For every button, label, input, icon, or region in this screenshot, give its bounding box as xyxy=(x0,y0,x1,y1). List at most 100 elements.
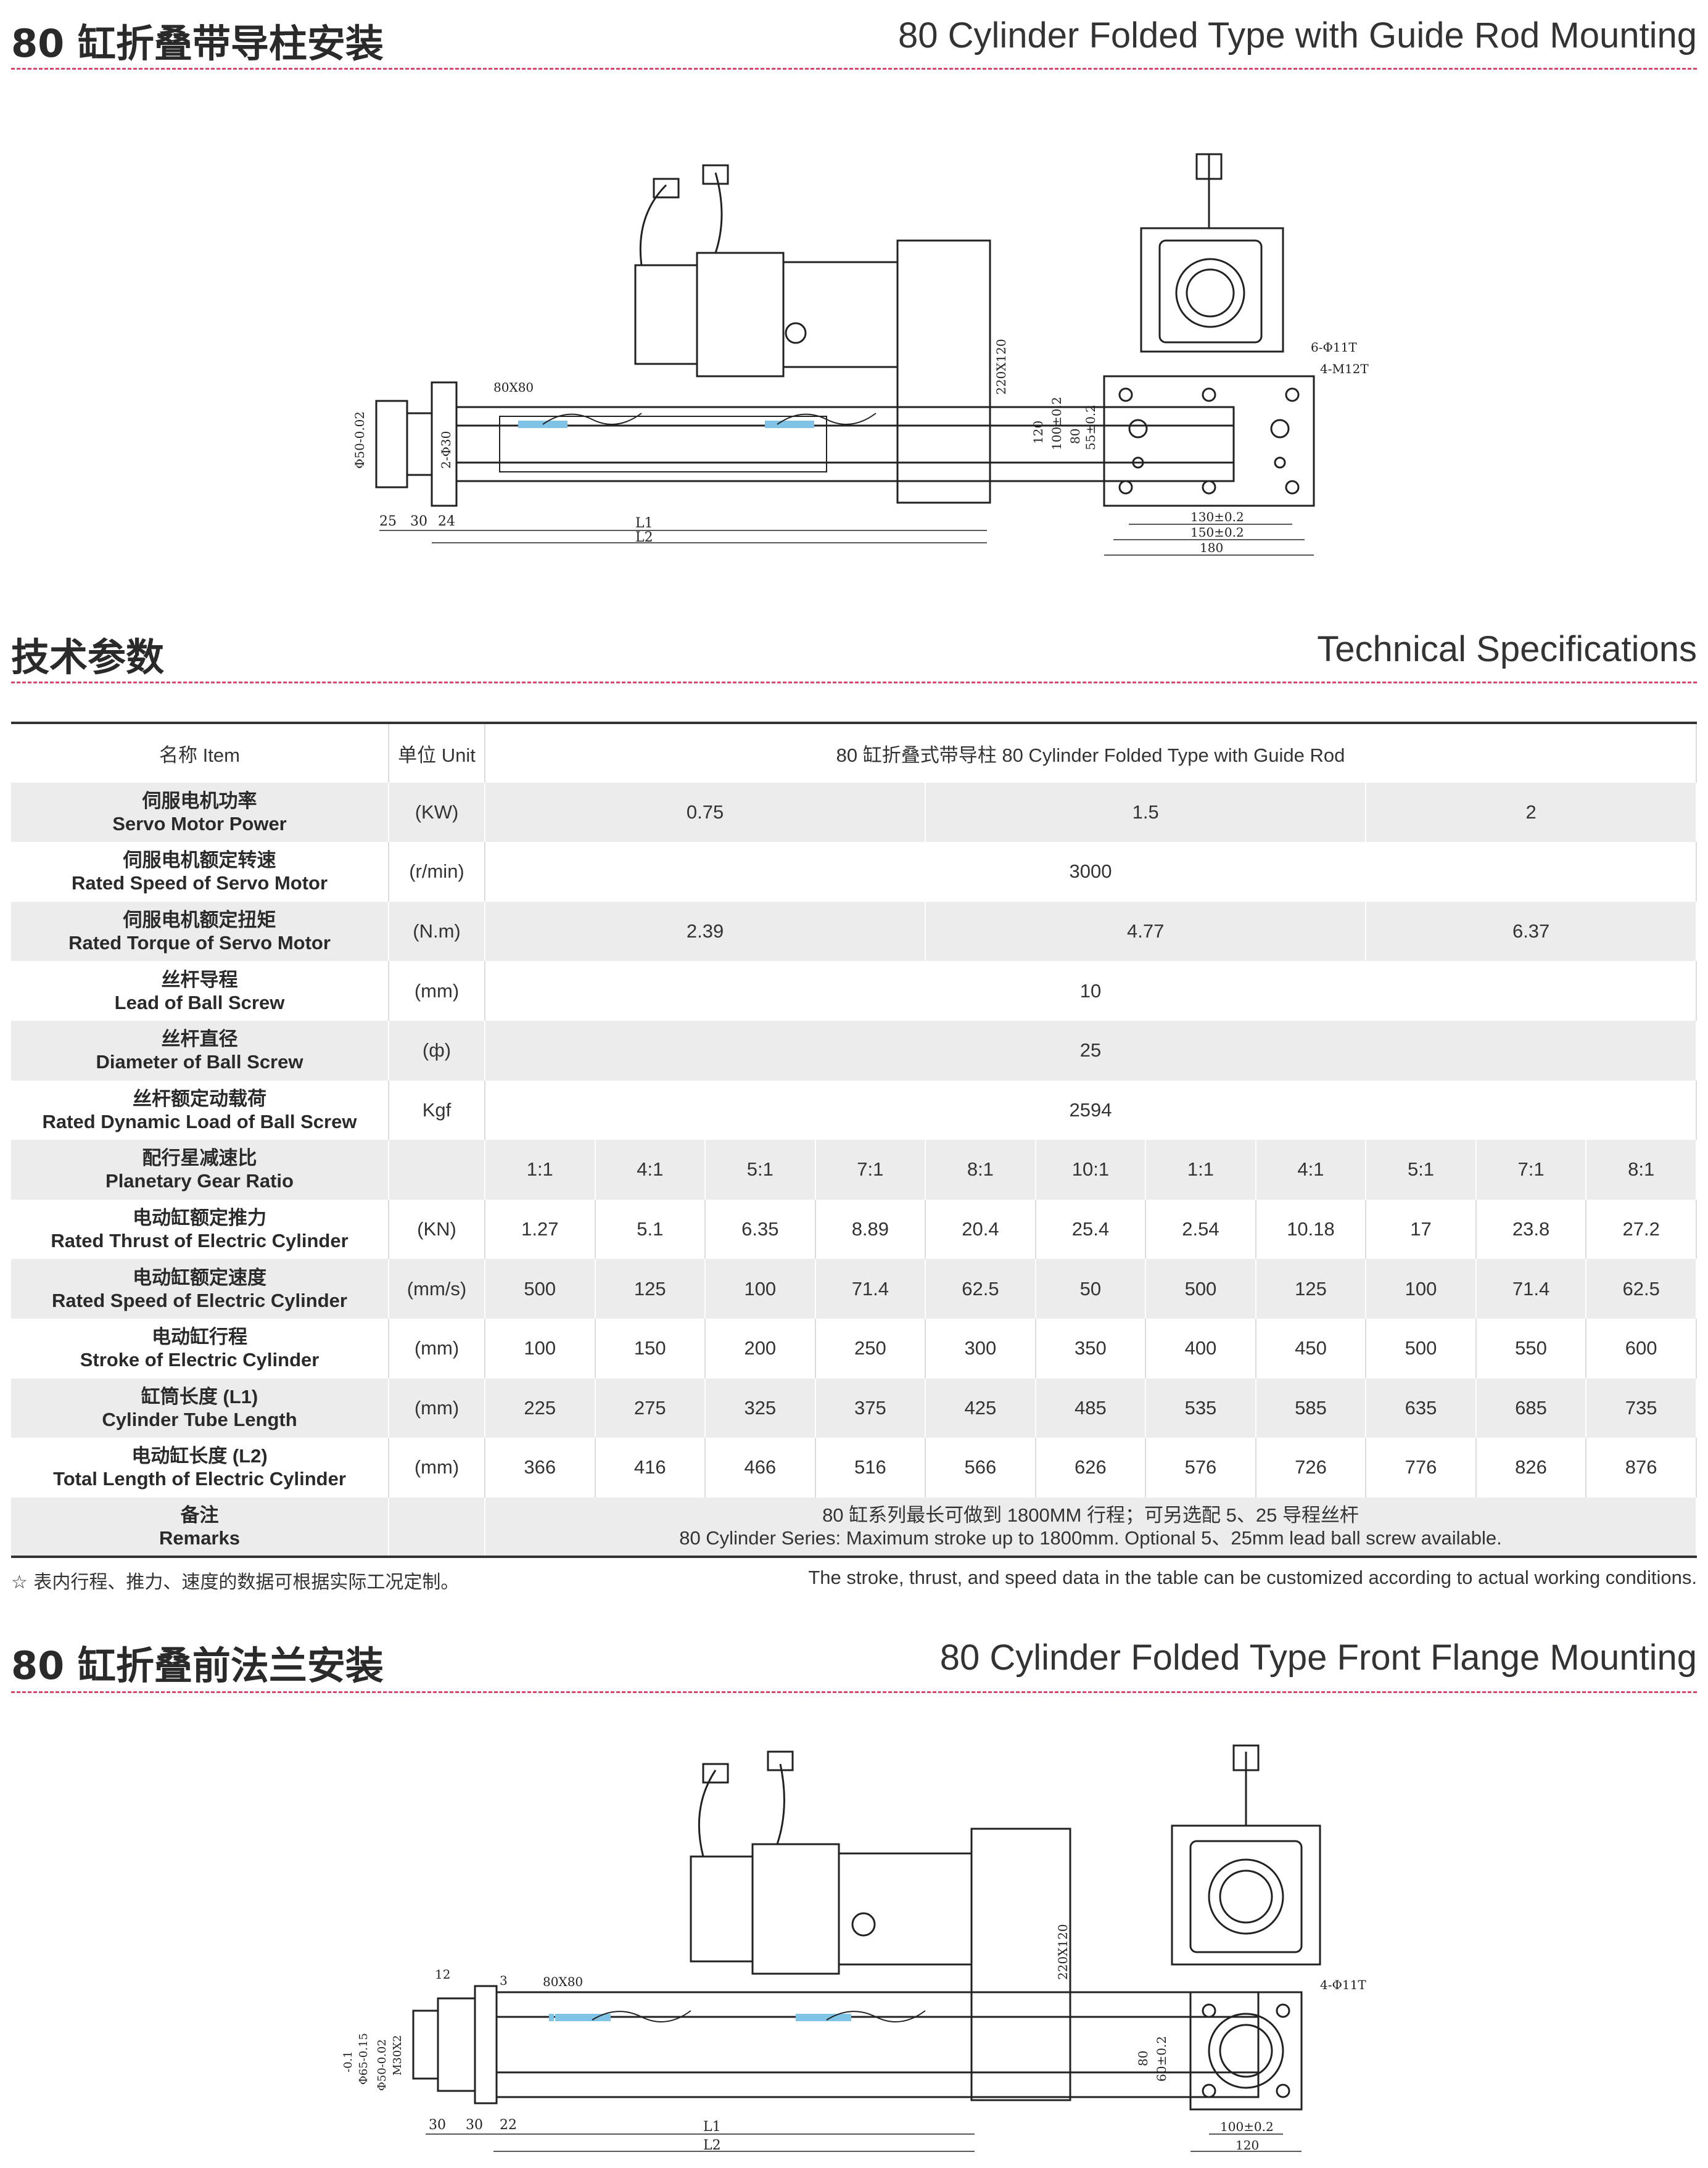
dim-m30: M30X2 xyxy=(391,2035,404,2075)
table-cell: 10.18 xyxy=(1255,1199,1367,1259)
dim-a: 30 xyxy=(429,2117,446,2133)
row-unit: Kgf xyxy=(389,1080,485,1140)
table-cell: 350 xyxy=(1035,1318,1147,1379)
row-label-en: Cylinder Tube Length xyxy=(102,1408,297,1430)
table-cell: 2 xyxy=(1366,782,1697,843)
table-cell: 2.54 xyxy=(1145,1199,1256,1259)
dim-rod: 2-Φ30 xyxy=(439,431,453,469)
cylinder-body xyxy=(495,1991,1260,2098)
cylinder-body xyxy=(455,406,1235,482)
dim-holes-4: 4-Φ11T xyxy=(1320,1977,1366,1992)
servo-motor xyxy=(751,1843,840,1975)
table-cell: 25.4 xyxy=(1035,1199,1147,1259)
mounting-plate xyxy=(1103,375,1315,507)
table-cell: 500 xyxy=(1145,1259,1256,1319)
dim-d50: Φ50-0.02 xyxy=(376,2039,389,2091)
row-unit: (mm) xyxy=(389,1378,485,1438)
table-header-row: 名称 Item 单位 Unit 80 缸折叠式带导柱 80 Cylinder F… xyxy=(11,722,1697,783)
row-label-cn: 电动缸长度 (L2) xyxy=(131,1445,268,1467)
row-label-cn: 丝杆直径 xyxy=(161,1028,238,1050)
header-unit: 单位 Unit xyxy=(389,722,485,783)
table-cell: 1.5 xyxy=(925,782,1367,843)
row-label-cn: 丝杆导程 xyxy=(161,968,238,991)
row-label-cn: 电动缸行程 xyxy=(152,1326,247,1348)
section-header-guide-rod: 80 缸折叠带导柱安装 80 Cylinder Folded Type with… xyxy=(11,12,1697,74)
row-label-en: Total Length of Electric Cylinder xyxy=(53,1468,346,1490)
front-flange-mounting-drawing: L1 L2 30 30 22 12 3 80X80 -0.1 Φ65-0.15 … xyxy=(333,1739,1382,2165)
table-cell: 0.75 xyxy=(485,782,926,843)
row-unit: (mm) xyxy=(389,961,485,1021)
row-label-en: Rated Thrust of Electric Cylinder xyxy=(51,1230,349,1252)
footnote-cn: ☆ 表内行程、推力、速度的数据可根据实际工况定制。 xyxy=(11,1572,460,1593)
row-label-en: Rated Torque of Servo Motor xyxy=(68,932,331,954)
row-label: 缸筒长度 (L1)Cylinder Tube Length xyxy=(11,1378,389,1438)
table-cell: 8.89 xyxy=(815,1199,926,1259)
dim-l1: L1 xyxy=(635,516,653,531)
dim-section: 80X80 xyxy=(543,1974,583,1989)
section-divider xyxy=(11,68,1697,70)
end-cap xyxy=(375,400,408,488)
table-cell: 425 xyxy=(925,1378,1036,1438)
table-cell: 100 xyxy=(485,1318,596,1379)
table-cell: 626 xyxy=(1035,1438,1147,1498)
row-label-en: Stroke of Electric Cylinder xyxy=(80,1349,320,1371)
table-cell: 7:1 xyxy=(1475,1140,1587,1200)
table-cell: 4:1 xyxy=(1255,1140,1367,1200)
table-cell: 25 xyxy=(485,1020,1697,1081)
table-cell: 10 xyxy=(485,961,1697,1021)
table-cell: 7:1 xyxy=(815,1140,926,1200)
dim-section: 80X80 xyxy=(493,380,534,395)
flange-plate xyxy=(1189,1991,1303,2111)
table-cell: 566 xyxy=(925,1438,1036,1498)
section-title-cn: 技术参数 xyxy=(11,635,165,680)
table-cell: 300 xyxy=(925,1318,1036,1379)
row-label-en: Lead of Ball Screw xyxy=(114,991,285,1013)
dim-l2: L2 xyxy=(635,530,653,545)
row-unit: (N.m) xyxy=(389,901,485,962)
dim-120: 120 xyxy=(1236,2138,1259,2153)
table-cell: 500 xyxy=(1366,1318,1477,1379)
remarks-line-en: 80 Cylinder Series: Maximum stroke up to… xyxy=(679,1527,1502,1549)
section-header-front-flange: 80 缸折叠前法兰安装 80 Cylinder Folded Type Fron… xyxy=(11,1634,1697,1696)
table-cell: 685 xyxy=(1475,1378,1587,1438)
row-label-en: Rated Dynamic Load of Ball Screw xyxy=(42,1110,357,1132)
remarks-label-cn: 备注 xyxy=(180,1504,219,1527)
row-label-cn: 伺服电机额定转速 xyxy=(123,849,276,872)
table-cell: 6.37 xyxy=(1366,901,1697,962)
dim-c: 24 xyxy=(438,514,455,529)
row-label-cn: 丝杆额定动载荷 xyxy=(133,1087,266,1110)
table-cell: 8:1 xyxy=(925,1140,1036,1200)
guide-rod-mounting-drawing: L1 L2 25 30 24 80X80 Φ50-0.02 2-Φ30 220X… xyxy=(333,136,1382,567)
gearbox xyxy=(782,261,899,368)
section-title-en: 80 Cylinder Folded Type Front Flange Mou… xyxy=(939,1638,1697,1678)
table-row: 电动缸长度 (L2)Total Length of Electric Cylin… xyxy=(11,1438,1697,1498)
section-title-cn: 80 缸折叠前法兰安装 xyxy=(11,1643,384,1688)
servo-motor-rear xyxy=(634,264,698,365)
row-label-en: Planetary Gear Ratio xyxy=(105,1170,294,1192)
dim-l1: L1 xyxy=(703,2119,721,2135)
table-cell: 776 xyxy=(1366,1438,1477,1498)
table-cell: 466 xyxy=(705,1438,816,1498)
dim-height: 220X120 xyxy=(994,339,1009,395)
gearbox xyxy=(838,1852,973,1966)
dim-v80: 80 xyxy=(1136,2051,1150,2066)
header-item: 名称 Item xyxy=(11,722,389,783)
servo-motor-rear xyxy=(690,1855,754,1963)
row-unit: (mm) xyxy=(389,1318,485,1379)
